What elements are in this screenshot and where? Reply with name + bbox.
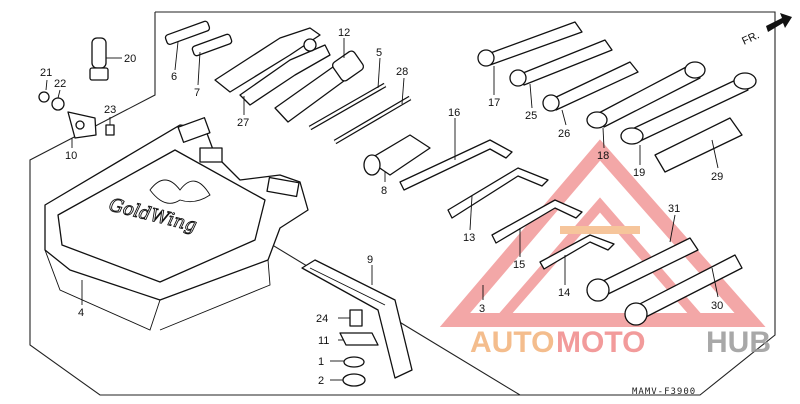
callout-30: 30 <box>711 300 723 312</box>
callout-2: 2 <box>318 375 324 387</box>
callout-20: 20 <box>124 53 136 65</box>
callout-1: 1 <box>318 356 324 368</box>
small-tools <box>164 20 233 57</box>
callout-14: 14 <box>558 287 570 299</box>
callout-15: 15 <box>513 259 525 271</box>
callout-28: 28 <box>396 66 408 78</box>
callout-10: 10 <box>65 150 77 162</box>
callout-6: 6 <box>171 71 177 83</box>
front-direction-arrow: FR. <box>740 13 792 48</box>
plug-wrench <box>274 50 365 123</box>
diagram-frame <box>29 11 776 396</box>
leader-lines <box>45 38 719 381</box>
pin-spanners <box>586 237 743 326</box>
watermark-hub: HUB <box>706 326 771 359</box>
direction-label: FR. <box>740 29 761 47</box>
callout-11: 11 <box>318 335 329 347</box>
tool-strap <box>301 259 413 379</box>
open-wrenches <box>477 21 639 112</box>
screwdriver-handle <box>363 134 431 176</box>
hex-keys <box>399 139 615 270</box>
callout-9: 9 <box>367 254 373 266</box>
callout-23: 23 <box>104 104 116 116</box>
callout-19: 19 <box>633 167 645 179</box>
callout-12: 12 <box>338 27 350 39</box>
rubber-grip <box>654 117 743 173</box>
callout-27: 27 <box>237 117 249 129</box>
callout-3: 3 <box>479 303 485 315</box>
watermark-text: AUTO MOTO HUB <box>470 326 771 359</box>
callout-7: 7 <box>194 87 200 99</box>
bolt-stack <box>339 309 379 387</box>
callout-8: 8 <box>381 185 387 197</box>
callout-26: 26 <box>558 128 570 140</box>
callout-25: 25 <box>525 110 537 122</box>
callout-18: 18 <box>597 150 609 162</box>
holder-parts <box>38 37 115 139</box>
callout-31: 31 <box>668 203 680 215</box>
diagram-code: MAMV-F3900 <box>632 387 696 397</box>
pliers <box>214 27 331 106</box>
callout-13: 13 <box>463 232 475 244</box>
watermark-moto: MOTO <box>556 326 645 359</box>
callout-24: 24 <box>316 313 328 325</box>
goldwing-emblem <box>149 179 211 204</box>
tool-case: GoldWing <box>44 117 309 331</box>
callout-17: 17 <box>488 97 500 109</box>
watermark-auto: AUTO <box>470 326 554 359</box>
callout-29: 29 <box>711 171 723 183</box>
ring-wrenches <box>586 61 757 145</box>
callout-5: 5 <box>376 47 382 59</box>
callout-4: 4 <box>78 307 84 319</box>
callout-labels: 20 21 22 23 10 6 7 27 12 5 28 8 16 13 15… <box>40 27 723 387</box>
callout-16: 16 <box>448 107 460 119</box>
screwdriver-shafts <box>308 82 412 145</box>
callout-21: 21 <box>40 67 52 79</box>
callout-22: 22 <box>54 78 66 90</box>
